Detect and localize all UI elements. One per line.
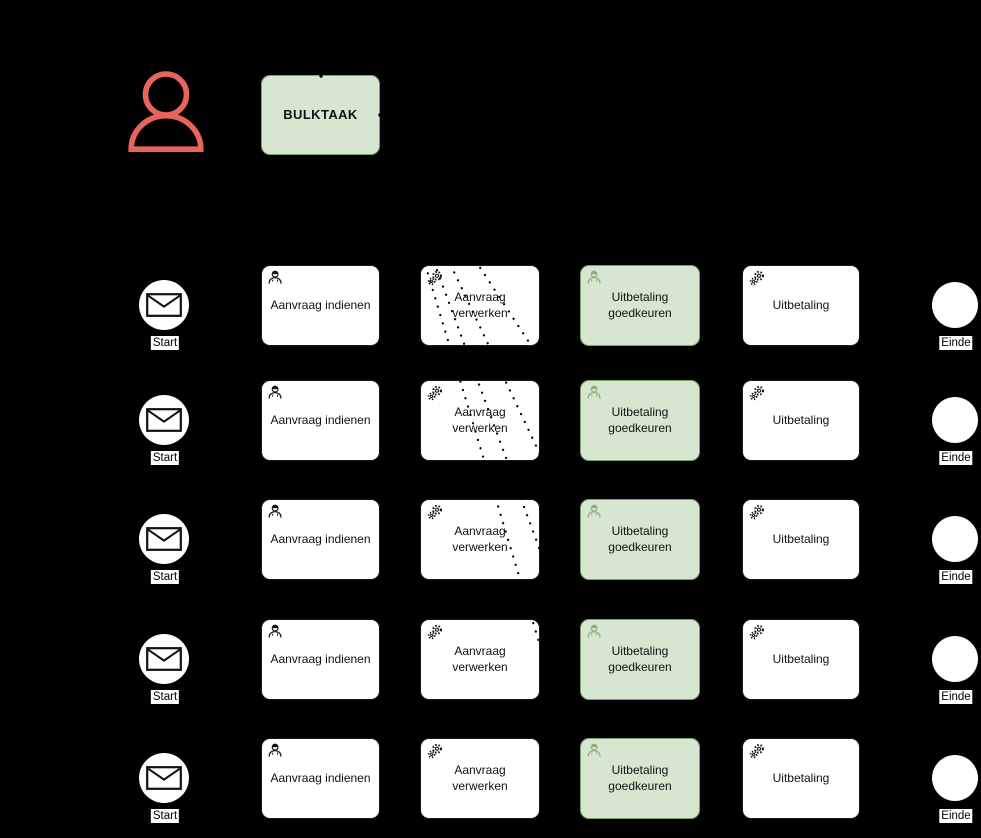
process-row: Start Aanvraag indienen Aanvraag verwerk…: [0, 265, 981, 365]
user-task-icon: [587, 504, 601, 522]
task-uitbetaling-goedkeuren[interactable]: Uitbetaling goedkeuren: [580, 619, 700, 700]
task-label: Uitbetaling goedkeuren: [608, 524, 672, 554]
bulk-actor-person-icon[interactable]: [128, 66, 204, 157]
task-aanvraag-indienen[interactable]: Aanvraag indienen: [261, 738, 380, 819]
start-event-label: Start: [150, 570, 180, 584]
task-uitbetaling-goedkeuren[interactable]: Uitbetaling goedkeuren: [580, 265, 700, 346]
task-uitbetaling[interactable]: Uitbetaling: [742, 738, 860, 819]
start-event-label: Start: [150, 809, 180, 823]
task-label: Uitbetaling goedkeuren: [608, 763, 672, 793]
bulk-task-label: BULKTAAK: [283, 106, 358, 122]
envelope-icon: [146, 527, 182, 551]
task-label: Uitbetaling goedkeuren: [608, 644, 672, 674]
start-event[interactable]: [139, 514, 189, 564]
service-task-gear-icon: [749, 270, 765, 290]
start-event[interactable]: [139, 753, 189, 803]
service-task-gear-icon: [749, 743, 765, 763]
end-event[interactable]: [932, 636, 978, 682]
task-label: Aanvraag indienen: [270, 651, 371, 666]
user-task-icon: [268, 385, 282, 403]
task-aanvraag-verwerken[interactable]: Aanvraag verwerken: [420, 738, 540, 819]
start-event[interactable]: [139, 395, 189, 445]
task-uitbetaling-goedkeuren[interactable]: Uitbetaling goedkeuren: [580, 499, 700, 580]
process-row: Start Aanvraag indienen Aanvraag verwerk…: [0, 499, 981, 599]
start-event[interactable]: [139, 634, 189, 684]
user-task-icon: [268, 270, 282, 288]
user-task-icon: [587, 624, 601, 642]
task-aanvraag-verwerken[interactable]: Aanvraag verwerken: [420, 265, 540, 346]
task-label: Aanvraag verwerken: [452, 763, 508, 793]
end-event[interactable]: [932, 397, 978, 443]
start-event-label: Start: [150, 451, 180, 465]
user-task-icon: [268, 504, 282, 522]
service-task-gear-icon: [427, 624, 443, 644]
task-uitbetaling-goedkeuren[interactable]: Uitbetaling goedkeuren: [580, 380, 700, 461]
task-aanvraag-indienen[interactable]: Aanvraag indienen: [261, 619, 380, 700]
end-event[interactable]: [932, 755, 978, 801]
envelope-icon: [146, 408, 182, 432]
task-label: Aanvraag indienen: [270, 297, 371, 312]
service-task-gear-icon: [749, 624, 765, 644]
task-aanvraag-verwerken[interactable]: Aanvraag verwerken: [420, 499, 540, 580]
task-label: Uitbetaling: [772, 651, 830, 666]
user-task-icon: [268, 624, 282, 642]
service-task-gear-icon: [749, 504, 765, 524]
task-label: Aanvraag verwerken: [452, 524, 508, 554]
user-task-icon: [268, 743, 282, 761]
task-label: Aanvraag verwerken: [452, 405, 508, 435]
task-uitbetaling-goedkeuren[interactable]: Uitbetaling goedkeuren: [580, 738, 700, 819]
start-event[interactable]: [139, 280, 189, 330]
user-task-icon: [587, 385, 601, 403]
task-label: Uitbetaling: [772, 531, 830, 546]
start-event-label: Start: [150, 336, 180, 350]
end-event-label: Einde: [939, 451, 973, 465]
task-label: Aanvraag indienen: [270, 412, 371, 427]
end-event[interactable]: [932, 516, 978, 562]
task-aanvraag-verwerken[interactable]: Aanvraag verwerken: [420, 619, 540, 700]
service-task-gear-icon: [427, 743, 443, 763]
task-uitbetaling[interactable]: Uitbetaling: [742, 619, 860, 700]
task-label: Aanvraag verwerken: [452, 290, 508, 320]
task-label: Aanvraag indienen: [270, 531, 371, 546]
end-event-label: Einde: [939, 809, 973, 823]
envelope-icon: [146, 647, 182, 671]
user-task-icon: [587, 743, 601, 761]
bulk-task-node[interactable]: BULKTAAK: [261, 75, 380, 155]
process-row: Start Aanvraag indienen Aanvraag verwerk…: [0, 619, 981, 719]
task-aanvraag-indienen[interactable]: Aanvraag indienen: [261, 265, 380, 346]
task-uitbetaling[interactable]: Uitbetaling: [742, 380, 860, 461]
end-event-label: Einde: [939, 690, 973, 704]
end-event-label: Einde: [939, 570, 973, 584]
task-label: Uitbetaling goedkeuren: [608, 290, 672, 320]
task-aanvraag-verwerken[interactable]: Aanvraag verwerken: [420, 380, 540, 461]
envelope-icon: [146, 766, 182, 790]
service-task-gear-icon: [427, 385, 443, 405]
task-aanvraag-indienen[interactable]: Aanvraag indienen: [261, 499, 380, 580]
start-event-label: Start: [150, 690, 180, 704]
task-label: Aanvraag indienen: [270, 770, 371, 785]
process-row: Start Aanvraag indienen Aanvraag verwerk…: [0, 738, 981, 838]
task-label: Uitbetaling: [772, 297, 830, 312]
task-aanvraag-indienen[interactable]: Aanvraag indienen: [261, 380, 380, 461]
task-uitbetaling[interactable]: Uitbetaling: [742, 499, 860, 580]
envelope-icon: [146, 293, 182, 317]
task-label: Aanvraag verwerken: [452, 644, 508, 674]
process-row: Start Aanvraag indienen Aanvraag verwerk…: [0, 380, 981, 480]
task-label: Uitbetaling goedkeuren: [608, 405, 672, 435]
user-task-icon: [587, 270, 601, 288]
service-task-gear-icon: [427, 270, 443, 290]
service-task-gear-icon: [749, 385, 765, 405]
task-label: Uitbetaling: [772, 770, 830, 785]
task-label: Uitbetaling: [772, 412, 830, 427]
end-event[interactable]: [932, 282, 978, 328]
service-task-gear-icon: [427, 504, 443, 524]
task-uitbetaling[interactable]: Uitbetaling: [742, 265, 860, 346]
end-event-label: Einde: [939, 336, 973, 350]
